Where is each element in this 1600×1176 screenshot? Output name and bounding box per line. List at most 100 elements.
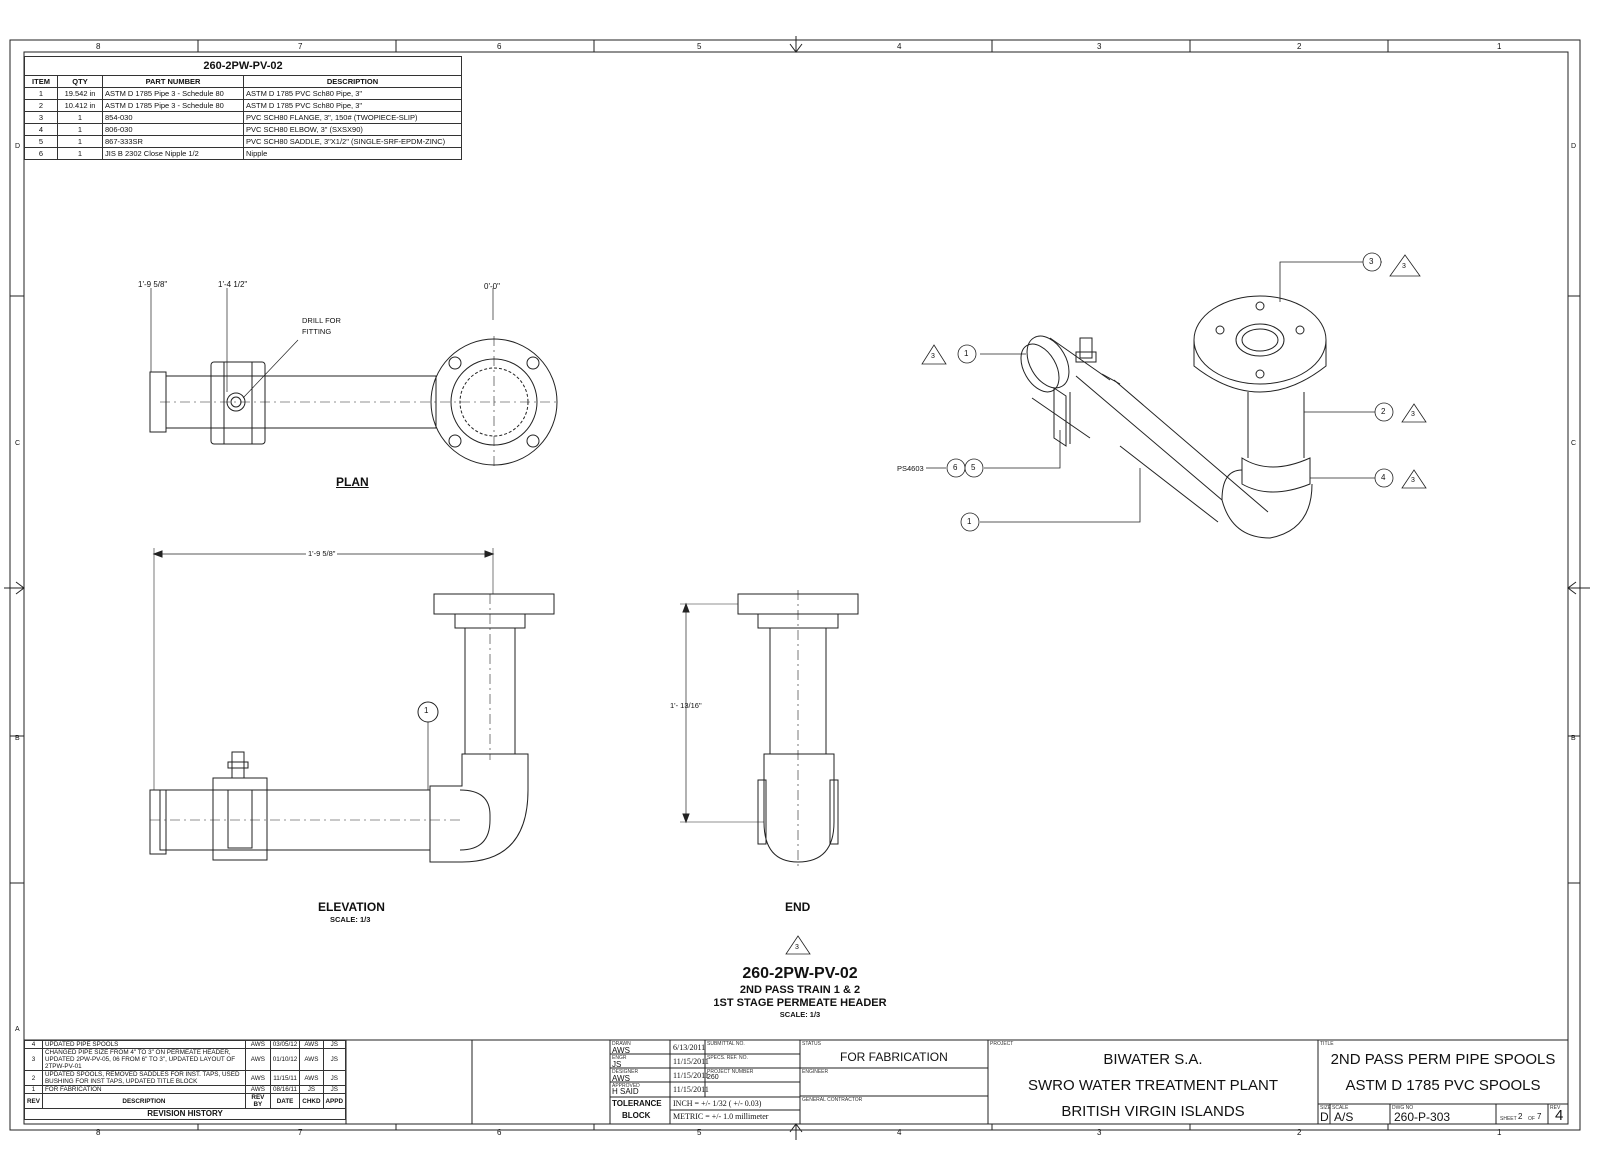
status-value: FOR FABRICATION <box>840 1050 948 1064</box>
rev-checked: AWS <box>299 1040 324 1049</box>
rev-number: 3 <box>24 1048 43 1071</box>
bom-part: 854-030 <box>102 111 244 124</box>
center-title-line-3: 1ST STAGE PERMEATE HEADER <box>713 997 887 1009</box>
zone-row-a: A <box>15 1026 20 1033</box>
callout-balloon-item-3: 3 <box>1369 257 1374 266</box>
drawing-title-line-2: ASTM D 1785 PVC SPOOLS <box>1345 1077 1541 1094</box>
end-view-label: END <box>785 900 811 914</box>
signoff-role: DESIGNER <box>612 1069 639 1075</box>
bom-qty: 1 <box>57 147 103 160</box>
elevation-dim: 1'-9 5/8" <box>306 549 338 558</box>
bom-part: JIS B 2302 Close Nipple 1/2 <box>102 147 244 160</box>
plan-note-line-2: FITTING <box>302 327 332 336</box>
signoff-value: 260 <box>707 1074 719 1081</box>
end-view-dim: 1'- 13/16" <box>670 701 702 710</box>
rev-by: AWS <box>244 1048 271 1071</box>
zone-col-7: 7 <box>298 42 303 51</box>
rev-header-date: DATE <box>269 1093 301 1109</box>
drawing-number: 260-P-303 <box>1394 1110 1451 1124</box>
bom-part: 806-030 <box>102 123 244 136</box>
drawing-title: 2ND PASS PERM PIPE SPOOLS ASTM D 1785 PV… <box>1318 1047 1568 1099</box>
bom-header-part: PART NUMBER <box>102 75 244 88</box>
bom-header-qty: QTY <box>57 75 103 88</box>
signoff-role: APPROVED <box>612 1083 640 1089</box>
signoff-date: 11/15/2011 <box>673 1057 709 1066</box>
tolerance-inch: INCH = +/- 1/32 ( +/- 0.03) <box>673 1099 762 1108</box>
zone-ticks <box>10 40 1580 1130</box>
plan-note-line-1: DRILL FOR <box>302 316 341 325</box>
rev-date: 03/05/12 <box>269 1040 301 1049</box>
zone-col-7-bottom: 7 <box>298 1128 303 1137</box>
bom-item: 1 <box>24 87 58 100</box>
rev-checked: AWS <box>299 1070 324 1086</box>
rev-approved: JS <box>322 1085 346 1094</box>
center-title-block: 260-2PW-PV-02 2ND PASS TRAIN 1 & 2 1ST S… <box>620 964 980 1020</box>
plan-dim-3: 0'-0" <box>484 282 500 291</box>
iso-callouts <box>921 252 1427 532</box>
zone-col-8-bottom: 8 <box>96 1128 101 1137</box>
size-label: SIZE <box>1320 1105 1332 1111</box>
signoff-field: PROJECT NUMBER <box>707 1069 754 1075</box>
end-view <box>680 590 859 870</box>
rev-date: 01/10/12 <box>269 1048 301 1071</box>
bom-desc: PVC SCH80 ELBOW, 3" (SXSX90) <box>243 123 462 136</box>
revision-history-title: REVISION HISTORY <box>24 1108 346 1120</box>
rev-number: 4 <box>24 1040 43 1049</box>
rev-description: CHANGED PIPE SIZE FROM 4" TO 3" ON PERME… <box>41 1048 246 1071</box>
outer-border <box>9 39 1581 1131</box>
elevation-scale: SCALE: 1/3 <box>330 915 371 924</box>
elevation-view-label: ELEVATION <box>318 900 385 914</box>
rev-date: 08/16/11 <box>269 1085 301 1094</box>
bom-desc: PVC SCH80 SADDLE, 3"X1/2" (SINGLE-SRF-EP… <box>243 135 462 148</box>
bom-qty: 1 <box>57 123 103 136</box>
callout-balloon-item-1: 1 <box>964 349 969 358</box>
project-line-1: BIWATER S.A. <box>1103 1051 1203 1068</box>
dwg-no-label: DWG NO <box>1392 1105 1414 1111</box>
zone-col-4: 4 <box>897 42 902 51</box>
rev-description: UPDATED SPOOLS, REMOVED SADDLES FOR INST… <box>41 1070 246 1086</box>
signoff-date: 6/13/2011 <box>673 1043 706 1052</box>
elevation-view <box>149 548 555 863</box>
sheet-of-label: OF <box>1528 1116 1535 1122</box>
signoff-date: 11/15/2011 <box>673 1085 709 1094</box>
signoff-field: SPECS. REF. NO. <box>707 1055 748 1061</box>
rev-by: AWS <box>244 1040 271 1049</box>
rev-number: 1 <box>24 1085 43 1094</box>
callout-balloon-item-5: 5 <box>971 463 976 472</box>
spool-id: 260-2PW-PV-02 <box>742 965 858 982</box>
zone-col-1: 1 <box>1497 42 1502 51</box>
tolerance-metric: METRIC = +/- 1.0 millimeter <box>673 1112 769 1121</box>
bom-header-desc: DESCRIPTION <box>243 75 462 88</box>
signoff-who: JS <box>612 1060 622 1069</box>
bom-item: 4 <box>24 123 58 136</box>
bom-part: ASTM D 1785 Pipe 3 - Schedule 80 <box>102 99 244 112</box>
revision-number: 4 <box>1555 1107 1564 1124</box>
bom-desc: Nipple <box>243 147 462 160</box>
rev-checked: JS <box>299 1085 324 1094</box>
signoff-field: SUBMITTAL NO. <box>707 1041 745 1047</box>
rev-checked: AWS <box>299 1048 324 1071</box>
rev-label: REV <box>1550 1105 1561 1111</box>
rev-header-desc: DESCRIPTION <box>41 1093 246 1109</box>
bom-part: ASTM D 1785 Pipe 3 - Schedule 80 <box>102 87 244 100</box>
zone-col-2-bottom: 2 <box>1297 1128 1302 1137</box>
tolerance-block-label: BLOCK <box>622 1111 651 1120</box>
callout-rev-triangle: 3 <box>1411 411 1415 418</box>
rev-approved: JS <box>322 1048 346 1071</box>
signoff-role: ENGR <box>612 1055 627 1061</box>
bom-part: 867-333SR <box>102 135 244 148</box>
zone-col-3-bottom: 3 <box>1097 1128 1102 1137</box>
rev-description: UPDATED PIPE SPOOLS <box>41 1040 246 1049</box>
bom-desc: ASTM D 1785 PVC Sch80 Pipe, 3" <box>243 99 462 112</box>
signoff-who: AWS <box>612 1074 630 1083</box>
zone-row-c-right: C <box>1571 440 1577 447</box>
